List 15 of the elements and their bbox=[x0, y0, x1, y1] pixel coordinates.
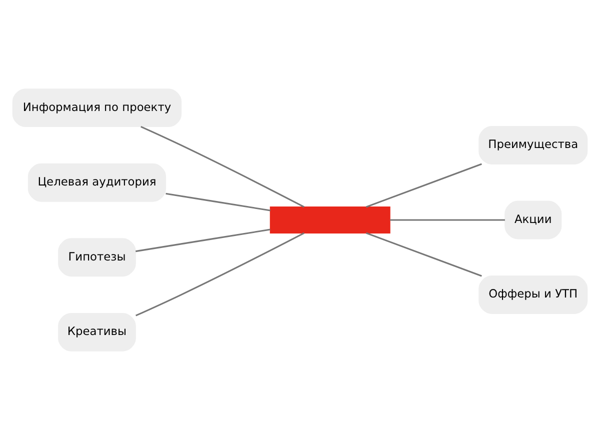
node-box: Информация по проекту bbox=[12, 88, 182, 127]
connector bbox=[166, 192, 270, 211]
node-box: Акции bbox=[504, 200, 562, 239]
node-box: Креативы bbox=[58, 312, 136, 351]
node-box: Гипотезы bbox=[58, 238, 136, 276]
connector bbox=[136, 232, 304, 316]
node-box bbox=[270, 206, 390, 233]
connector bbox=[366, 232, 482, 276]
node-box: Целевая аудитория bbox=[28, 162, 166, 202]
connector bbox=[136, 228, 270, 252]
node-box: Преимущества bbox=[478, 126, 588, 164]
connector bbox=[140, 125, 304, 208]
connector bbox=[390, 218, 505, 220]
connector bbox=[366, 162, 482, 208]
node-box: Офферы и УТП bbox=[478, 275, 588, 314]
